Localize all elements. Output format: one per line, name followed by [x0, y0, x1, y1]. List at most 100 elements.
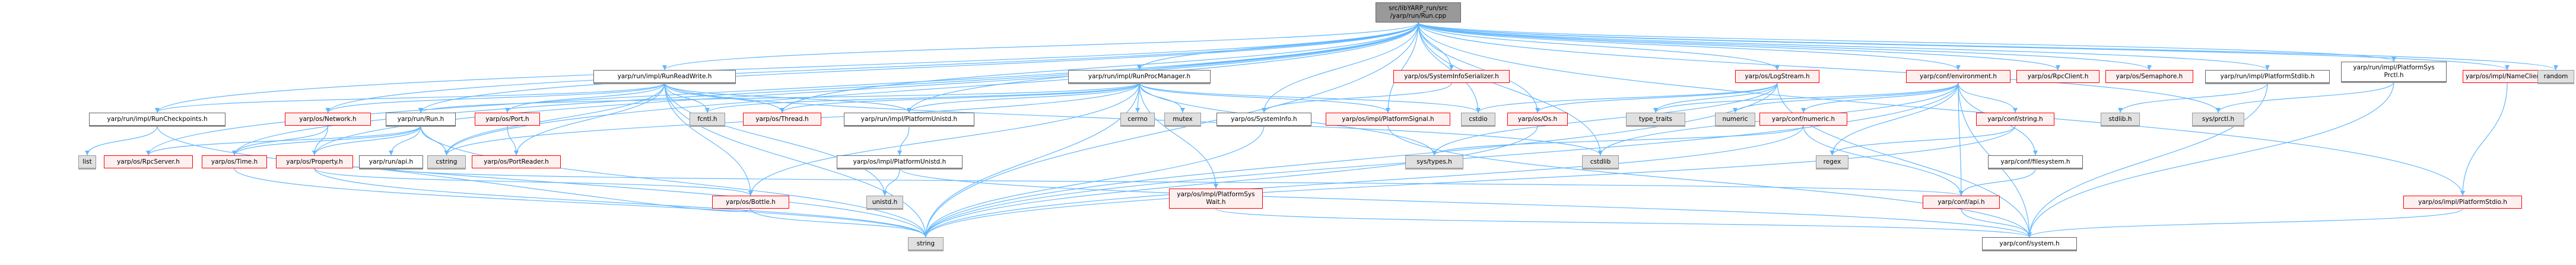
node-platformunistd-os[interactable]: yarp/os/impl/PlatformUnistd.h	[837, 155, 963, 168]
node-platformsysprctl[interactable]: yarp/run/impl/PlatformSys Prctl.h	[2341, 62, 2447, 82]
node-run-h[interactable]: yarp/run/Run.h	[386, 113, 456, 126]
dependency-edge	[1139, 82, 1479, 113]
dependency-edge	[664, 82, 926, 238]
dependency-edge	[314, 22, 1419, 156]
node-os[interactable]: yarp/os/Os.h	[1507, 113, 1568, 126]
node-runprocmanager[interactable]: yarp/run/impl/RunProcManager.h	[1068, 70, 1211, 83]
node-run-api[interactable]: yarp/run/api.h	[359, 155, 423, 168]
node-port[interactable]: yarp/os/Port.h	[475, 113, 540, 126]
edge-arrowhead	[1829, 151, 1835, 155]
node-unistd: unistd.h	[866, 196, 903, 209]
edge-arrowhead	[2216, 108, 2221, 113]
edge-arrowhead	[1214, 184, 1218, 189]
node-platformstdio[interactable]: yarp/os/impl/PlatformStdio.h	[2403, 196, 2522, 209]
node-thread[interactable]: yarp/os/Thread.h	[743, 113, 821, 126]
edge-arrowhead	[1137, 65, 1142, 70]
node-property[interactable]: yarp/os/Property.h	[276, 155, 353, 168]
dependency-edge	[420, 22, 1419, 113]
node-semaphore[interactable]: yarp/os/Semaphore.h	[2105, 70, 2193, 83]
node-conf-numeric[interactable]: yarp/conf/numeric.h	[1759, 113, 1847, 126]
dependency-edge	[1961, 168, 2036, 196]
node-conf-system[interactable]: yarp/conf/system.h	[1982, 237, 2077, 250]
node-sys-types: sys/types.h	[1405, 155, 1463, 168]
dependency-edge	[1139, 22, 1419, 71]
dependency-edge	[1434, 82, 1778, 156]
dependency-edge	[314, 168, 926, 238]
node-platformsignal[interactable]: yarp/os/impl/PlatformSignal.h	[1326, 113, 1450, 126]
dependency-edge	[157, 22, 1419, 113]
dependency-edge	[148, 22, 1419, 156]
dependency-edge	[148, 125, 421, 156]
dependency-edge	[750, 82, 1140, 196]
dependency-edge	[664, 82, 885, 196]
node-network[interactable]: yarp/os/Network.h	[285, 113, 371, 126]
dependency-edge	[1478, 82, 1778, 113]
edge-arrowhead	[705, 108, 710, 113]
dependency-edge	[664, 82, 751, 196]
dependency-edge	[1418, 22, 2219, 113]
dependency-edge	[1831, 125, 2016, 156]
node-runcheckpoints[interactable]: yarp/run/impl/RunCheckpoints.h	[89, 113, 225, 126]
node-logstream[interactable]: yarp/os/LogStream.h	[1735, 70, 1819, 83]
edge-arrowhead	[2013, 108, 2018, 113]
node-rpcclient[interactable]: yarp/os/RpcClient.h	[2016, 70, 2099, 83]
node-systeminfo[interactable]: yarp/os/SystemInfo.h	[1216, 113, 1311, 126]
dependency-edge	[1961, 208, 2030, 238]
edge-arrowhead	[1432, 151, 1437, 155]
node-cstring: cstring	[427, 155, 466, 168]
dependency-edge	[1418, 22, 2150, 71]
node-regex: regex	[1816, 155, 1848, 168]
dependency-edge	[925, 22, 1419, 238]
node-portreader[interactable]: yarp/os/PortReader.h	[472, 155, 561, 168]
node-environment[interactable]: yarp/conf/environment.h	[1906, 70, 2010, 83]
edge-arrowhead	[2505, 65, 2510, 70]
node-rpcserver[interactable]: yarp/os/RpcServer.h	[104, 155, 193, 168]
dependency-edge	[1803, 82, 1959, 113]
edge-arrowhead	[325, 108, 331, 113]
dependency-edge	[782, 22, 1419, 113]
dependency-edge	[1418, 22, 2394, 62]
node-runreadwrite[interactable]: yarp/run/impl/RunReadWrite.h	[593, 70, 736, 83]
dependency-edge	[1418, 22, 1959, 71]
edge-arrowhead	[1180, 108, 1185, 113]
node-conf-filesystem[interactable]: yarp/conf/filesystem.h	[1988, 155, 2083, 168]
node-platformsyswait[interactable]: yarp/os/impl/PlatformSys Wait.h	[1169, 189, 1263, 209]
edge-arrowhead	[1956, 65, 1961, 70]
edge-arrowhead	[882, 191, 887, 196]
dependency-edge	[446, 22, 1419, 156]
dependency-edge	[909, 82, 1140, 113]
dependency-edge	[234, 22, 1419, 156]
dependency-edge	[234, 125, 421, 156]
dependency-edge	[1139, 82, 1389, 113]
edge-arrowhead	[907, 108, 911, 113]
node-systeminfoserializer[interactable]: yarp/os/SystemInfoSerializer.h	[1393, 70, 1510, 83]
node-bottle[interactable]: yarp/os/Bottle.h	[712, 196, 789, 209]
edge-arrowhead	[146, 151, 151, 155]
edge-arrowhead	[1476, 108, 1481, 113]
edge-arrowhead	[897, 151, 902, 155]
dependency-edge	[327, 82, 665, 113]
node-mutex: mutex	[1164, 113, 1201, 126]
dependency-edge	[2029, 82, 2268, 238]
node-sys-prctl: sys/prctl.h	[2192, 113, 2244, 126]
dependency-edge	[314, 165, 751, 212]
node-conf-string[interactable]: yarp/conf/string.h	[1976, 113, 2054, 126]
edge-arrowhead	[1262, 108, 1266, 113]
node-nameclient[interactable]: yarp/os/impl/NameClient.h	[2463, 70, 2552, 83]
node-platformunistd-run[interactable]: yarp/run/impl/PlatformUnistd.h	[844, 113, 974, 126]
node-cstdlib: cstdlib	[1582, 155, 1619, 168]
node-conf-api[interactable]: yarp/conf/api.h	[1923, 196, 2000, 209]
edge-arrowhead	[780, 108, 784, 113]
dependency-edge	[516, 82, 665, 156]
edge-arrowhead	[662, 65, 667, 70]
root-node[interactable]: src/libYARP_run/src /yarp/run/Run.cpp	[1376, 2, 1461, 23]
node-stdlib-h: stdlib.h	[2101, 113, 2140, 126]
node-time[interactable]: yarp/os/Time.h	[202, 155, 267, 168]
edge-arrowhead	[1775, 65, 1780, 70]
edge-arrowhead	[85, 151, 90, 155]
edge-arrowhead	[389, 151, 393, 155]
dependency-edge	[707, 82, 1140, 113]
node-platformstdlib[interactable]: yarp/run/impl/PlatformStdlib.h	[2205, 70, 2330, 83]
node-list: list	[78, 155, 96, 168]
